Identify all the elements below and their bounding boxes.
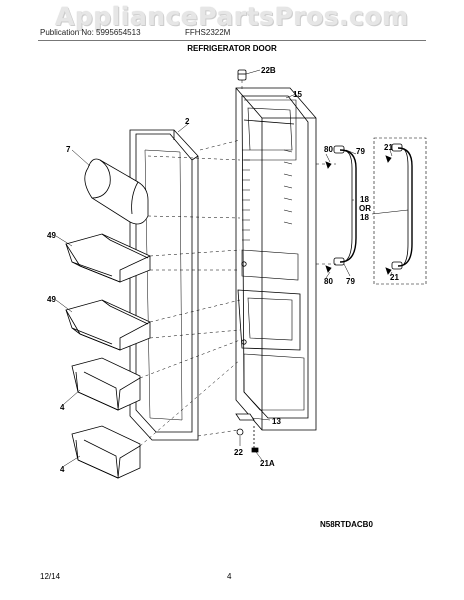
label-4-upper: 4: [60, 403, 65, 412]
publication-number: Publication No: 5995654513: [40, 28, 141, 37]
diagram-code: N58RTDACB0: [320, 520, 373, 529]
model-number: FFHS2322M: [185, 28, 231, 37]
bottom-hinge: [235, 413, 259, 453]
watermark: AppliancePartsPros.com: [55, 2, 409, 31]
label-49-lower: 49: [47, 295, 56, 304]
label-49-upper: 49: [47, 231, 56, 240]
label-80-lower: 80: [324, 277, 333, 286]
door-bin-49-upper: [65, 233, 151, 283]
label-15: 15: [293, 90, 302, 99]
label-2: 2: [185, 117, 190, 126]
door-bin-49-lower: [65, 299, 151, 351]
label-22b: 22B: [261, 66, 276, 75]
label-21-lower: 21: [390, 273, 399, 282]
label-21a: 21A: [260, 459, 275, 468]
label-79-lower: 79: [346, 277, 355, 286]
label-79-upper: 79: [356, 147, 365, 156]
label-22: 22: [234, 448, 243, 457]
label-13: 13: [272, 417, 281, 426]
label-4-lower: 4: [60, 465, 65, 474]
handle-option-b: [373, 137, 427, 285]
label-21-upper: 21: [384, 143, 393, 152]
door-panel: [235, 87, 317, 431]
door-bin-4-upper: [71, 357, 141, 411]
label-7: 7: [66, 145, 71, 154]
label-or: OR: [359, 204, 371, 213]
footer-date: 12/14: [40, 572, 61, 581]
screws: [325, 155, 392, 275]
header-rule: [38, 40, 426, 41]
dairy-door: [84, 158, 149, 225]
door-bin-4-lower: [71, 425, 141, 479]
label-18-a: 18: [360, 195, 369, 204]
page-title: REFRIGERATOR DOOR: [187, 44, 277, 53]
page-number: 4: [227, 572, 232, 581]
top-plug: [237, 69, 247, 81]
label-18-b: 18: [360, 213, 369, 222]
label-80-upper: 80: [324, 145, 333, 154]
handle-option-a: [333, 145, 357, 266]
